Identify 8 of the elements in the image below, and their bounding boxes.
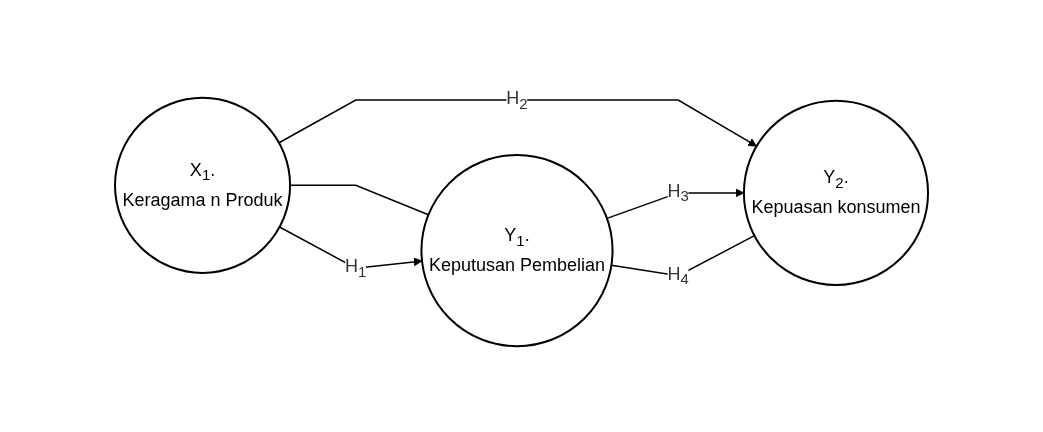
edge-label: H$_{1}$ bbox=[345, 256, 367, 281]
node-circle: Y$_{1}$. Keputusan Pembelian bbox=[420, 154, 614, 348]
edge-label: H$_{3}$ bbox=[667, 181, 689, 205]
node-circle: Y$_{2}$. Kepuasan konsumen bbox=[742, 100, 929, 287]
edge-label: H$_{4}$ bbox=[667, 264, 689, 288]
edge-label: H$_{2}$ bbox=[506, 88, 528, 112]
arrow bbox=[278, 99, 757, 147]
node-circle: X$_{1}$. Keragama n Produk bbox=[114, 97, 292, 275]
